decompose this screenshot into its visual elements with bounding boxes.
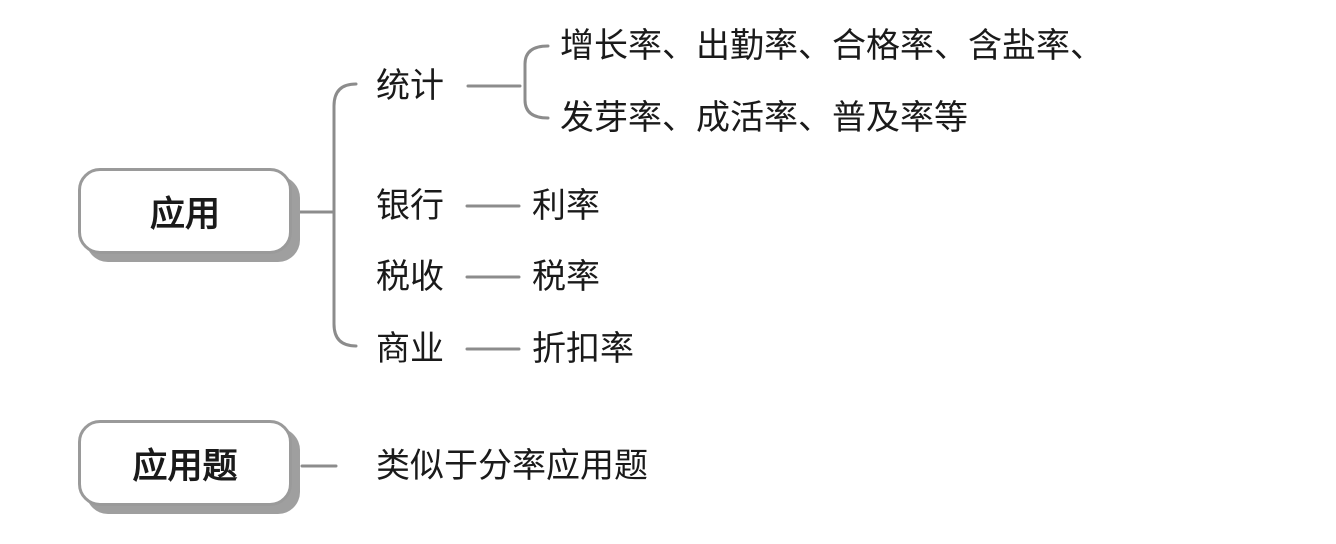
word-problem-description: 类似于分率应用题 (376, 446, 648, 486)
statistics-items-line1: 增长率、出勤率、合格率、含盐率、 (560, 26, 1104, 66)
node-application-label: 应用 (149, 194, 220, 235)
branch-commerce-label: 商业 (376, 329, 444, 369)
tax-item: 税率 (532, 257, 600, 297)
branch-statistics-label: 统计 (376, 66, 444, 106)
node-word-problem-label: 应用题 (132, 446, 238, 487)
connector-statistics-bracket (523, 44, 550, 120)
commerce-item: 折扣率 (532, 329, 634, 369)
branch-tax-label: 税收 (376, 257, 444, 297)
statistics-items-line2: 发芽率、成活率、普及率等 (560, 98, 968, 138)
bank-item: 利率 (532, 186, 600, 226)
node-word-problem: 应用题 (78, 420, 292, 506)
branch-bank-label: 银行 (376, 186, 444, 226)
node-application: 应用 (78, 168, 292, 254)
connector-main-bracket (332, 82, 358, 348)
